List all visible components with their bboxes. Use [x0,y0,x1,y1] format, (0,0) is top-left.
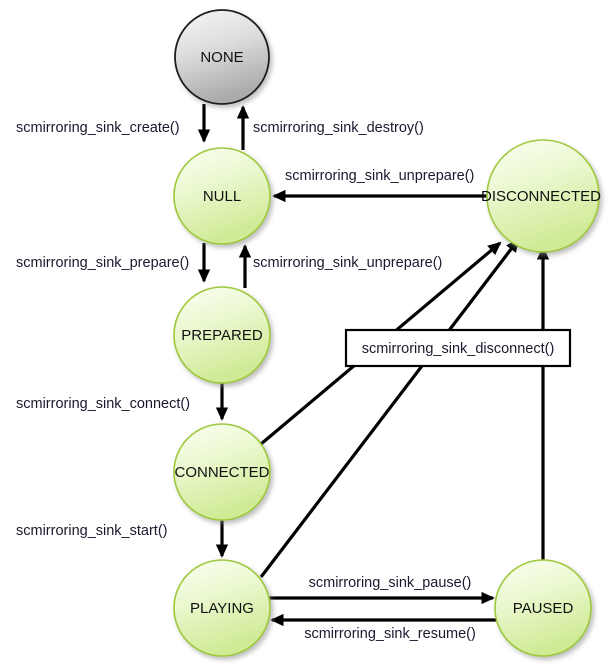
edge-label-resume: scmirroring_sink_resume() [304,626,476,642]
edge-labels: scmirroring_sink_create() scmirroring_si… [16,120,476,642]
state-node-playing[interactable]: PLAYING [173,559,271,657]
state-node-disconnected[interactable]: DISCONNECTED [481,139,601,253]
state-node-null[interactable]: NULL [173,147,271,245]
state-node-prepared[interactable]: PREPARED [173,286,271,384]
edge-label-start: scmirroring_sink_start() [16,523,167,539]
state-node-paused[interactable]: PAUSED [494,559,592,657]
edge-disconnect-from-playing [259,238,520,578]
edge-label-destroy: scmirroring_sink_destroy() [253,120,424,136]
edge-label-connect: scmirroring_sink_connect() [16,396,190,412]
edge-label-create: scmirroring_sink_create() [16,120,180,136]
disconnect-label: scmirroring_sink_disconnect() [362,341,555,357]
edge-label-prepare: scmirroring_sink_prepare() [16,255,189,271]
edge-label-unprepare-disconnected: scmirroring_sink_unprepare() [285,168,474,184]
disconnect-label-box: scmirroring_sink_disconnect() [344,328,572,368]
state-node-connected[interactable]: CONNECTED [173,423,271,521]
edge-label-pause: scmirroring_sink_pause() [309,575,472,591]
edge-label-unprepare-prepared: scmirroring_sink_unprepare() [253,255,442,271]
state-node-none[interactable]: NONE [174,9,270,105]
